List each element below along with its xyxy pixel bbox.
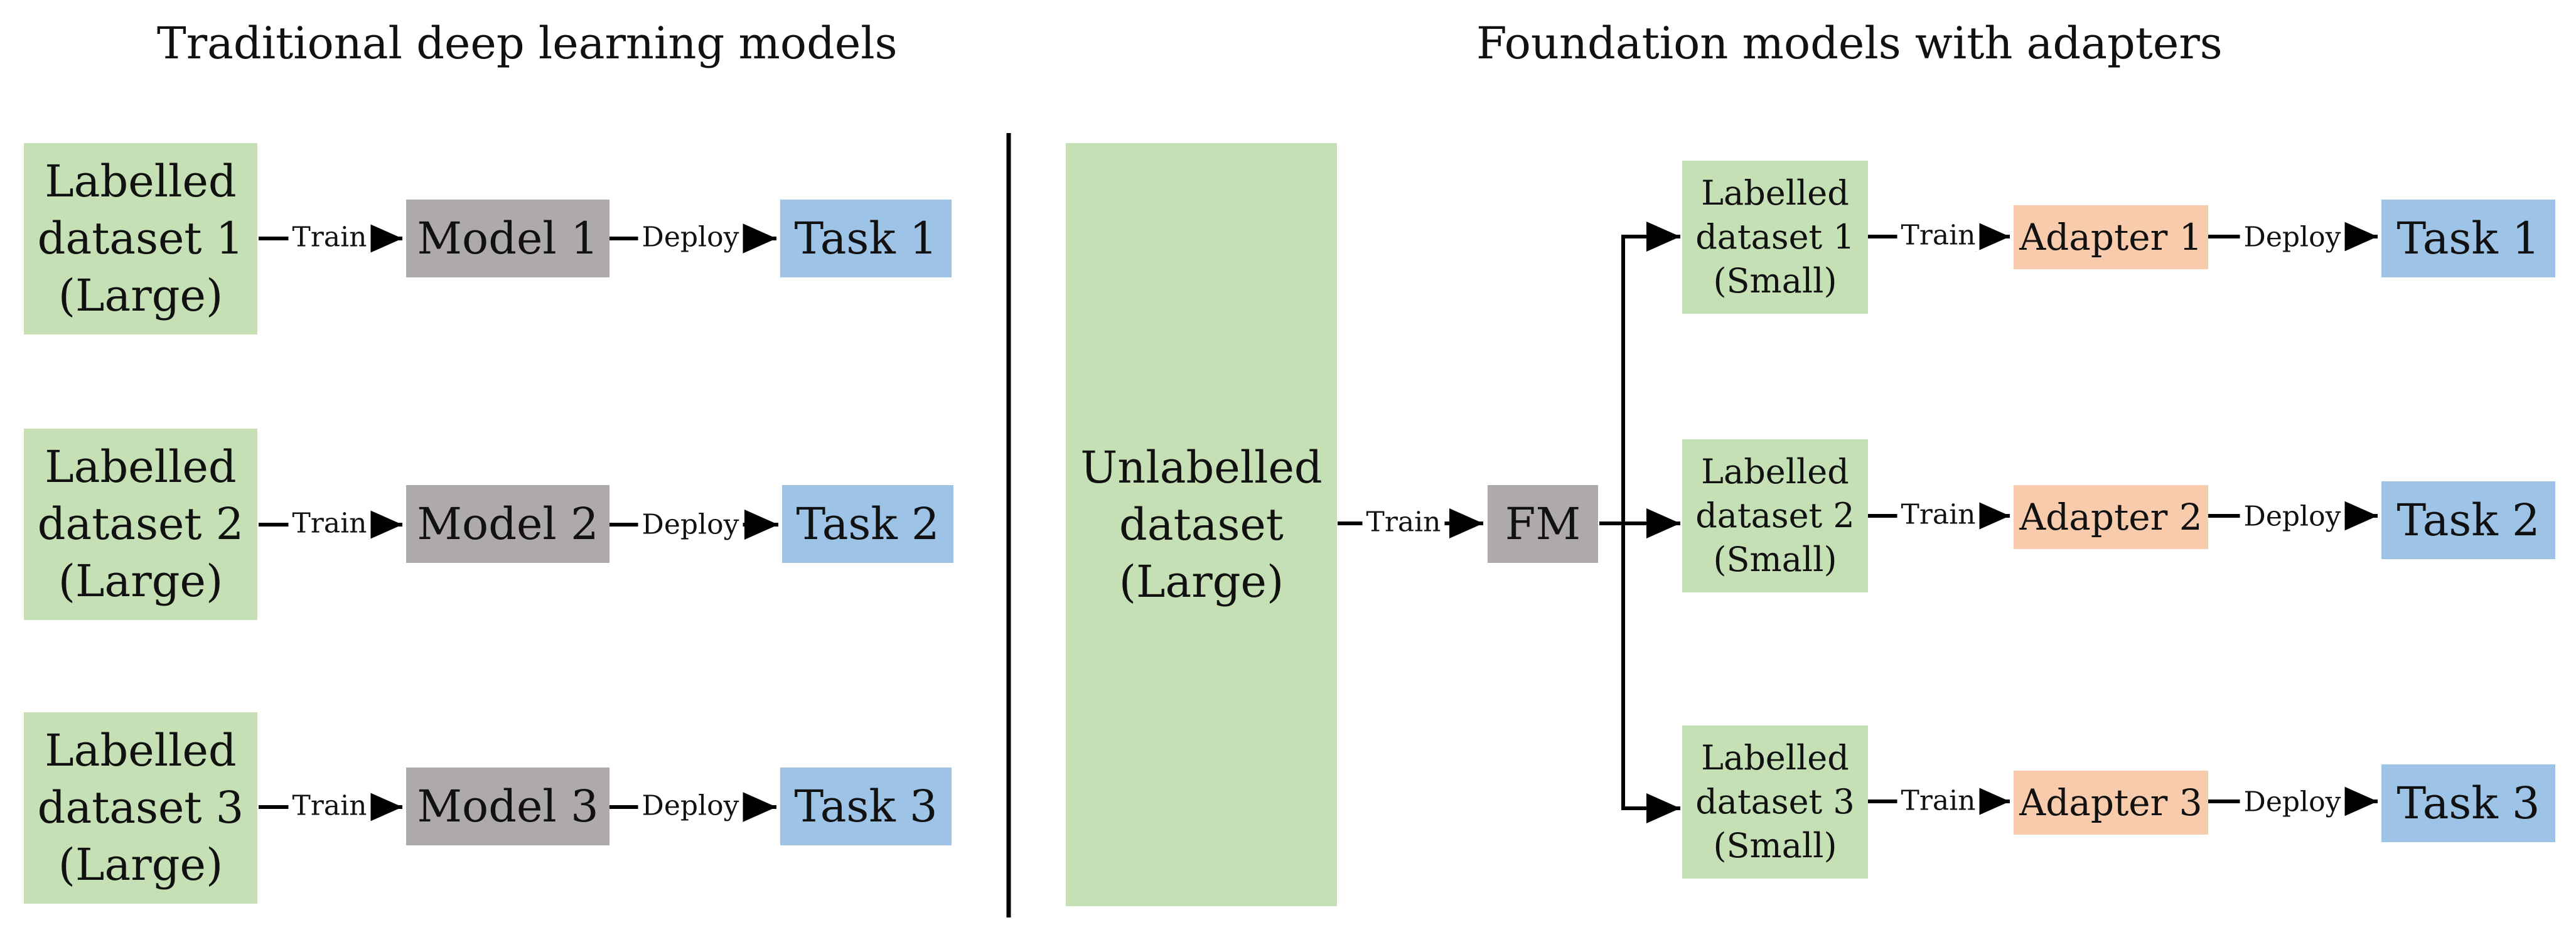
label-deploy-right-1: Deploy: [2240, 221, 2345, 254]
labelled-dataset-large-2: Labelled dataset 2 (Large): [24, 429, 257, 620]
labelled-dataset-small-3: Labelled dataset 3 (Small): [1682, 725, 1868, 879]
title-foundation: Foundation models with adapters: [1476, 18, 2223, 69]
adapter-1: Adapter 1: [2014, 205, 2208, 269]
model-3: Model 3: [406, 767, 609, 845]
label-train-fm: Train: [1362, 506, 1445, 538]
label-train-right-2: Train: [1897, 498, 1980, 531]
task-left-2: Task 2: [782, 485, 953, 563]
labelled-dataset-small-2: Labelled dataset 2 (Small): [1682, 439, 1868, 592]
label-train-left-3: Train: [288, 789, 371, 822]
label-deploy-right-3: Deploy: [2240, 786, 2345, 818]
adapter-2: Adapter 2: [2014, 485, 2208, 549]
task-left-3: Task 3: [780, 767, 952, 845]
label-deploy-right-2: Deploy: [2240, 500, 2345, 533]
label-train-left-2: Train: [288, 507, 371, 540]
label-train-right-1: Train: [1897, 219, 1980, 252]
label-deploy-left-2: Deploy: [638, 508, 743, 541]
labelled-dataset-large-1: Labelled dataset 1 (Large): [24, 143, 257, 334]
label-deploy-left-3: Deploy: [638, 789, 743, 822]
label-train-left-1: Train: [288, 221, 371, 254]
label-deploy-left-1: Deploy: [638, 221, 743, 254]
label-train-right-3: Train: [1897, 784, 1980, 817]
labelled-dataset-large-3: Labelled dataset 3 (Large): [24, 712, 257, 904]
model-2: Model 2: [406, 485, 609, 563]
task-right-2: Task 2: [2381, 481, 2555, 559]
task-right-3: Task 3: [2381, 764, 2555, 842]
task-right-1: Task 1: [2381, 200, 2555, 277]
model-1: Model 1: [406, 200, 609, 277]
foundation-model-fm: FM: [1488, 485, 1598, 563]
title-traditional: Traditional deep learning models: [157, 18, 898, 69]
labelled-dataset-small-1: Labelled dataset 1 (Small): [1682, 161, 1868, 314]
task-left-1: Task 1: [780, 200, 952, 277]
adapter-3: Adapter 3: [2014, 771, 2208, 835]
unlabelled-dataset-large: Unlabelled dataset (Large): [1066, 143, 1337, 906]
